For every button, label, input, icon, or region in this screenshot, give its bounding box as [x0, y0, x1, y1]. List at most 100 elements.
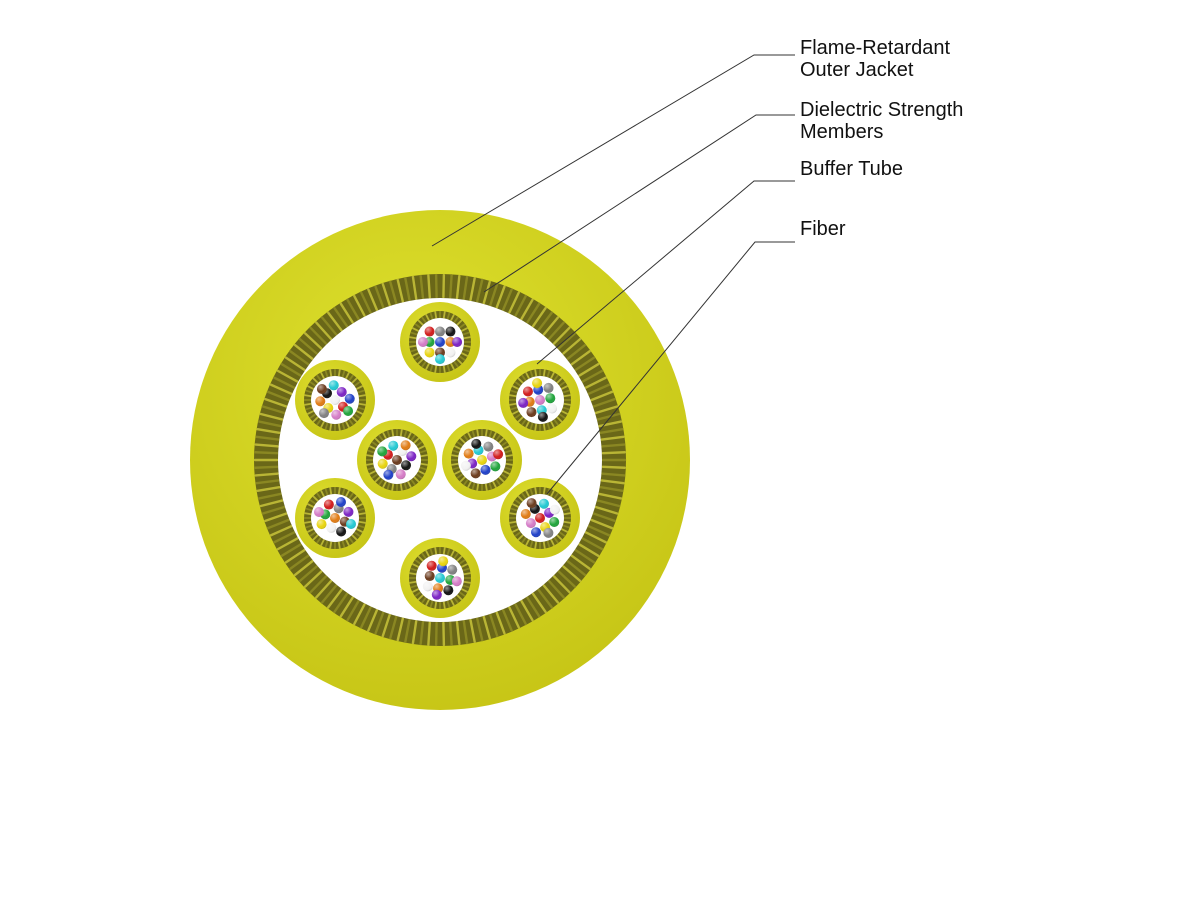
strength-member-strand [339, 596, 354, 618]
strength-member-strand [346, 599, 360, 622]
strength-member-strand [587, 383, 611, 395]
tube-yarn-strand [410, 434, 416, 442]
tube-yarn-strand [309, 531, 317, 537]
tube-yarn-strand [558, 531, 566, 537]
label-buffer-tube: Buffer Tube [800, 158, 904, 180]
strength-member-strand [298, 337, 318, 355]
tube-yarn-strand [556, 377, 563, 384]
fiber-highlight [316, 383, 327, 394]
fiber-highlight [520, 509, 531, 520]
tube-yarn-strand [517, 534, 524, 541]
fiber-highlight [531, 527, 542, 538]
tube-yarn-strand [458, 591, 466, 597]
tube-yarn-strand [488, 430, 493, 438]
fiber-highlight [445, 326, 456, 337]
tube-yarn-strand [563, 394, 571, 398]
strength-member-strand [280, 543, 302, 558]
tube-yarn-strand [329, 541, 333, 549]
fiber-highlight [377, 458, 388, 469]
leader-strength-members [483, 114, 795, 293]
fiber-highlight [526, 498, 537, 509]
tube-yarn-strand [460, 563, 469, 568]
buffer-tubes [295, 302, 580, 618]
tube-yarn-strand [517, 377, 524, 384]
strength-member-strand [266, 390, 290, 402]
tube-yarn-strand [341, 422, 346, 430]
strength-member-strand [557, 570, 577, 588]
tube-yarn-strand [324, 422, 329, 430]
tube-yarn-strand [510, 524, 518, 529]
tube-yarn-strand [345, 538, 350, 547]
tube-yarn-strand [467, 480, 472, 489]
fiber-highlight [470, 468, 481, 479]
tube-yarn-strand [484, 483, 488, 491]
tube-yarn-strand [521, 374, 527, 382]
strength-member-strand [501, 609, 513, 632]
strength-member-strand [495, 285, 506, 309]
tube-yarn-strand [312, 495, 319, 502]
tube-yarn-strand [409, 580, 417, 584]
strength-member-strand [600, 479, 625, 485]
tube-yarn-strand [357, 524, 365, 529]
tube-yarn-strand [305, 524, 313, 529]
tube-yarn-strand [410, 348, 418, 353]
fiber-highlight [330, 513, 340, 523]
fiber-highlight [417, 337, 428, 347]
tube-yarn-strand [320, 371, 325, 380]
tube-yarn-strand [411, 352, 420, 357]
tube-yarn-strand [525, 538, 530, 547]
tube-yarn-strand [453, 316, 459, 324]
tube-yarn-strand [425, 313, 430, 322]
strength-member-strand [333, 592, 349, 614]
fiber-highlight [451, 576, 462, 587]
strength-member-strand [259, 412, 284, 421]
tube-yarn-strand [411, 563, 420, 568]
tube-yarn-strand [304, 394, 312, 398]
strength-member-strand [476, 617, 484, 642]
tube-yarn-strand [374, 476, 381, 483]
fiber-highlight [424, 571, 435, 582]
tube-yarn-strand [542, 369, 546, 377]
tube-yarn-strand [459, 437, 466, 444]
tube-yarn-strand [550, 538, 555, 547]
strength-member-strand [280, 362, 302, 377]
strength-member-strand [552, 326, 571, 345]
tube-yarn-strand [351, 534, 358, 541]
strength-member-strand [469, 618, 476, 643]
tube-yarn-strand [442, 547, 446, 555]
tube-yarn-strand [553, 492, 559, 500]
tube-yarn-strand [456, 594, 463, 601]
strength-member-strand [254, 472, 279, 477]
tube-yarn-strand [378, 478, 384, 486]
strength-member-strand [273, 531, 296, 544]
tube-yarn-strand [504, 449, 512, 454]
strength-member-strand [411, 275, 418, 300]
strength-member-strand [547, 321, 565, 341]
strength-member-strand [514, 294, 527, 317]
tube-yarn-strand [320, 420, 325, 429]
tube-yarn-strand [495, 434, 501, 442]
strength-member-strand [284, 356, 306, 371]
tube-yarn-strand [399, 483, 403, 491]
tube-yarn-strand [312, 416, 319, 423]
tube-yarn-strand [421, 552, 427, 560]
strength-member-strand [419, 620, 425, 646]
buffer-tube [357, 420, 437, 500]
tube-yarn-strand [337, 369, 341, 377]
tube-yarn-strand [562, 406, 570, 411]
tube-yarn-strand [345, 371, 350, 380]
fiber-highlight [313, 507, 324, 517]
tube-yarn-strand [348, 374, 354, 382]
strength-member-strand [284, 549, 306, 564]
tube-yarn-strand [434, 365, 438, 373]
tube-yarn-strand [546, 370, 551, 378]
strength-member-strand [469, 277, 476, 302]
tube-yarn-strand [345, 420, 350, 429]
strength-member-strand [455, 274, 461, 300]
strength-member-strand [578, 543, 600, 558]
tube-yarn-strand [534, 541, 538, 549]
tube-yarn-strand [556, 534, 563, 541]
fiber-highlight [537, 411, 548, 422]
tube-yarn-strand [484, 429, 488, 437]
strength-member-strand [396, 278, 404, 303]
